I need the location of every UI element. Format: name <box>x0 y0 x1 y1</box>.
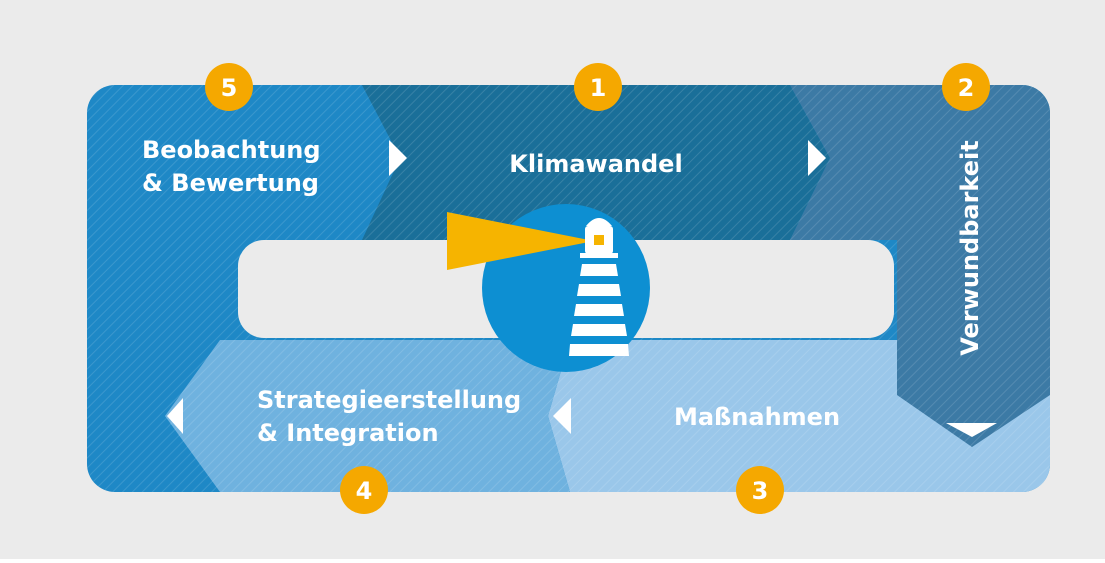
step-number-5: 5 <box>221 74 238 102</box>
chevron-arrow-icon <box>389 140 407 176</box>
step-observation-label-line1: Beobachtung <box>142 136 321 164</box>
lighthouse-icon <box>447 204 650 372</box>
step-number-1: 1 <box>590 74 607 102</box>
step-strategy-label-line1: Strategieerstellung <box>257 386 521 414</box>
step-badge-1: 1 <box>574 63 622 111</box>
step-number-2: 2 <box>958 74 975 102</box>
step-measures-label: Maßnahmen <box>674 403 840 431</box>
step-climate-label: Klimawandel <box>509 150 682 178</box>
step-vulnerability-label: Verwundbarkeit <box>956 140 984 355</box>
step-badge-2: 2 <box>942 63 990 111</box>
step-strategy-label-line2: & Integration <box>257 419 439 447</box>
step-number-3: 3 <box>752 477 769 505</box>
step-observation-label-line2: & Bewertung <box>142 169 319 197</box>
step-badge-4: 4 <box>340 466 388 514</box>
chevron-arrow-icon <box>167 398 183 434</box>
step-badge-5: 5 <box>205 63 253 111</box>
chevron-arrow-icon <box>946 423 997 437</box>
step-badge-3: 3 <box>736 466 784 514</box>
step-number-4: 4 <box>356 477 373 505</box>
chevron-arrow-icon <box>808 140 826 176</box>
chevron-arrow-icon <box>553 398 571 434</box>
